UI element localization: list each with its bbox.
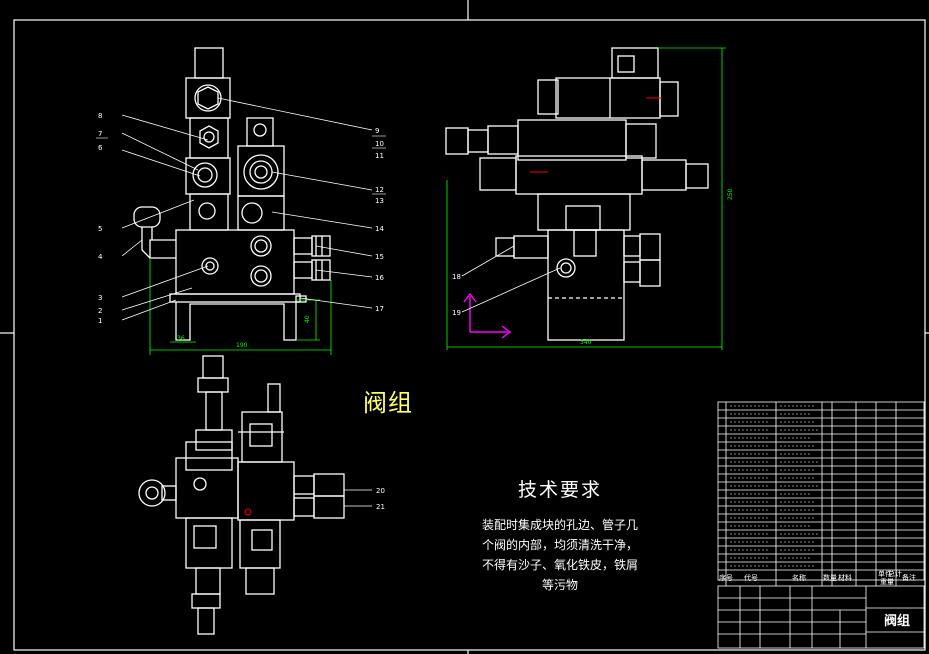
- balloon-8: 8: [98, 112, 102, 120]
- dim-side-height: 250: [727, 188, 734, 200]
- bom-header-no: 序号: [719, 573, 733, 582]
- balloon-5: 5: [98, 225, 102, 233]
- bom-table: [717, 401, 925, 586]
- balloon-21: 21: [376, 503, 385, 511]
- side-balloons: 18 19: [452, 273, 461, 317]
- bom-header-unit: 单件: [878, 569, 892, 578]
- balloon-underlines: [96, 135, 386, 195]
- title-block: [717, 585, 925, 649]
- balloon-3: 3: [98, 294, 102, 302]
- balloon-2: 2: [98, 307, 102, 315]
- bom-header-total: 总计: [888, 569, 902, 578]
- top-view-marks: [244, 508, 252, 516]
- tech-requirements-title: 技术要求: [518, 479, 603, 501]
- side-view-dimensions: [446, 47, 726, 350]
- bom-header-name: 名称: [792, 573, 806, 582]
- side-view-dimension-text: 340 250: [580, 188, 734, 346]
- balloon-7: 7: [98, 130, 102, 138]
- balloon-1: 1: [98, 317, 102, 325]
- front-view-dimension-text: 190 40 36: [177, 315, 311, 349]
- bom-header-material: 材料: [838, 573, 852, 582]
- balloon-6: 6: [98, 144, 103, 152]
- top-leaders: [344, 489, 372, 507]
- balloon-4: 4: [98, 253, 103, 261]
- side-view-red-marks: [530, 97, 662, 173]
- balloon-19: 19: [452, 309, 461, 317]
- bom-header-qty: 数量: [823, 573, 837, 582]
- bom-header-weight: 重量: [880, 578, 894, 586]
- top-balloons: 20 21: [376, 487, 385, 511]
- side-leaders: [461, 245, 561, 313]
- balloon-17: 17: [375, 305, 384, 313]
- dim-side-width: 340: [580, 339, 592, 346]
- balloon-18: 18: [452, 273, 461, 281]
- balloon-20: 20: [376, 487, 385, 495]
- dim-front-width: 190: [236, 342, 248, 349]
- title-block-name: 阀组: [884, 614, 911, 629]
- balloon-9: 9: [375, 127, 379, 135]
- bom-rows-placeholder: [730, 405, 818, 567]
- side-axis-icon: [463, 292, 512, 339]
- balloon-11: 11: [375, 152, 384, 160]
- front-view: [133, 47, 331, 341]
- balloon-16: 16: [375, 274, 384, 282]
- dim-front-foot: 40: [304, 315, 311, 323]
- balloon-14: 14: [375, 225, 384, 233]
- assembly-title: 阀组: [363, 389, 413, 417]
- balloon-13: 13: [375, 197, 384, 205]
- front-leaders: [121, 97, 373, 321]
- bom-header-remark: 备注: [902, 573, 916, 582]
- top-view: [138, 355, 345, 635]
- front-balloons: 8 7 6 5 4 3 2 1 9 10 11 12 13 14 15 16 1…: [98, 112, 384, 325]
- balloon-12: 12: [375, 186, 384, 194]
- bom-header-code: 代号: [744, 573, 758, 582]
- bom-header: 序号 代号 名称 数量 材料 单件 总计 重量 备注: [719, 569, 916, 586]
- tech-requirements-body: 装配时集成块的孔边、管子几个阀的内部，均须清洗干净，不得有沙子、氧化铁皮，铁屑等…: [481, 518, 638, 592]
- dim-front-small: 36: [177, 335, 185, 342]
- side-view: [445, 47, 709, 341]
- front-view-dimensions: [149, 258, 332, 355]
- balloon-15: 15: [375, 253, 384, 261]
- balloon-10: 10: [375, 140, 384, 148]
